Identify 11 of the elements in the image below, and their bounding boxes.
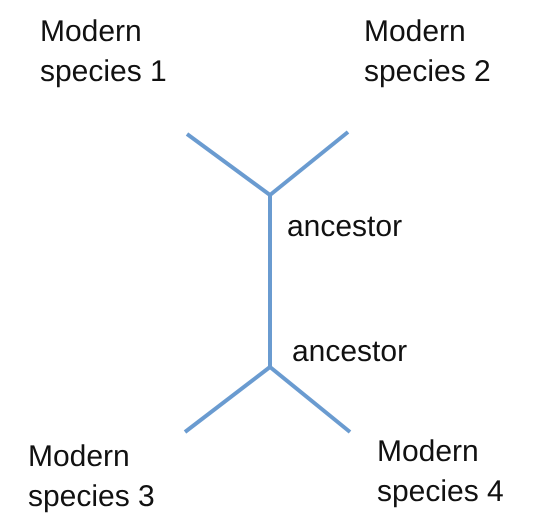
species-label: Modern species 4 [377, 434, 505, 510]
species-label: Modern species 1 [40, 14, 168, 90]
tree-branch [184, 365, 272, 434]
species-label: Modern species 2 [364, 14, 492, 90]
tree-branch [268, 195, 272, 367]
tree-branch [186, 132, 272, 197]
ancestor-label: ancestor [292, 334, 408, 370]
tree-branch [268, 130, 350, 197]
ancestor-label: ancestor [287, 209, 404, 245]
tree-branch [268, 365, 352, 434]
species-label: Modern species 3 [28, 439, 156, 515]
